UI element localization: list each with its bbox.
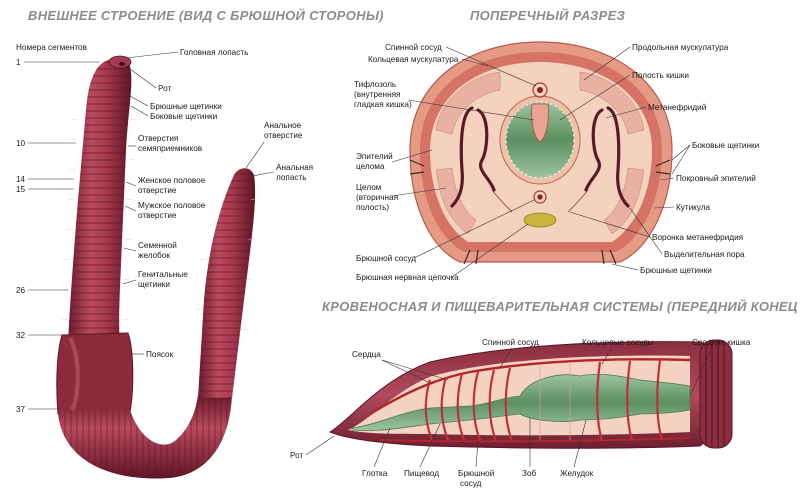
label-metanephridium: Метанефридий bbox=[648, 103, 706, 112]
title-blood-digestive-systems: КРОВЕНОСНАЯ И ПИЩЕВАРИТЕЛЬНАЯ СИСТЕМЫ (П… bbox=[322, 298, 800, 314]
label-genital-setae-2: щетинки bbox=[138, 280, 170, 289]
label-mouth-side: Рот bbox=[290, 451, 303, 460]
label-ventral-vessel-cross: Брюшной сосуд bbox=[356, 254, 416, 263]
segment-number-list: 1 10 14 15 26 32 37 bbox=[16, 58, 100, 414]
ventral-vessel-line bbox=[379, 437, 691, 443]
label-midgut: Средняя кишка bbox=[692, 338, 751, 347]
label-dorsal-vessel-side: Спинной сосуд bbox=[482, 338, 539, 347]
mouth-opening bbox=[119, 62, 125, 66]
label-coelom-epithelium: Эпителий bbox=[356, 152, 393, 161]
label-anal-lobe-2: лопасть bbox=[276, 173, 307, 182]
label-anal-opening: Анальное bbox=[264, 121, 302, 130]
ring-vessels bbox=[424, 359, 664, 442]
clitellum-band bbox=[56, 332, 134, 415]
label-longitudinal-muscle: Продольная мускулатура bbox=[632, 43, 729, 52]
segment-number: 15 bbox=[16, 185, 26, 194]
label-ventral-setae-cross: Брюшные щетинки bbox=[640, 266, 712, 275]
label-esophagus: Пищевод bbox=[404, 469, 439, 478]
label-female-pore: Женское половое bbox=[138, 176, 206, 185]
label-coelom: Целом bbox=[356, 183, 382, 192]
title-cross-section: ПОПЕРЕЧНЫЙ РАЗРЕЗ bbox=[470, 7, 625, 23]
label-ring-vessels: Кольцевые сосуды bbox=[582, 338, 654, 347]
label-crop: Зоб bbox=[522, 469, 536, 478]
head-lobe-shape bbox=[108, 55, 132, 69]
label-typhlosole-3: гладкая кишка) bbox=[354, 100, 412, 109]
title-external-structure: ВНЕШНЕЕ СТРОЕНИЕ (ВИД С БРЮШНОЙ СТОРОНЫ) bbox=[28, 7, 384, 23]
label-male-pore-2: отверстие bbox=[138, 211, 177, 220]
label-typhlosole: Тифлозоль bbox=[354, 80, 396, 89]
gut-tube-side bbox=[351, 373, 691, 431]
typhlosole-shape bbox=[531, 103, 549, 143]
label-anal-lobe: Анальная bbox=[276, 163, 313, 172]
segments-header: Номера сегментов bbox=[16, 43, 87, 52]
label-gut-cavity: Полость кишки bbox=[632, 71, 689, 80]
segment-number: 32 bbox=[16, 331, 26, 340]
label-gizzard: Желудок bbox=[560, 469, 594, 478]
label-head-lobe: Головная лопасть bbox=[180, 48, 248, 57]
label-typhlosole-2: (внутренняя bbox=[354, 90, 400, 99]
segment-number: 10 bbox=[16, 139, 26, 148]
label-receptacle-openings-2: семяприемников bbox=[138, 144, 202, 153]
dorsal-vessel-line bbox=[369, 358, 691, 416]
label-anal-opening-2: отверстие bbox=[264, 131, 303, 140]
label-ventral-setae: Брюшные щетинки bbox=[150, 102, 222, 111]
label-lateral-setae-cross: Боковые щетинки bbox=[692, 141, 759, 150]
label-female-pore-2: отверстие bbox=[138, 186, 177, 195]
segment-number: 14 bbox=[16, 175, 26, 184]
label-coelom-epithelium-2: целома bbox=[356, 162, 385, 171]
label-cover-epithelium: Покровный эпителий bbox=[676, 174, 756, 183]
label-male-pore: Мужское половое bbox=[138, 201, 206, 210]
label-ventral-vessel-side: Брюшной bbox=[458, 469, 494, 478]
label-circular-muscle: Кольцевая мускулатура bbox=[368, 55, 459, 64]
label-pharynx: Глотка bbox=[362, 469, 388, 478]
label-dorsal-vessel-cross: Спинной сосуд bbox=[385, 43, 442, 52]
segment-number: 1 bbox=[16, 58, 21, 67]
label-seminal-groove-2: желобок bbox=[138, 251, 170, 260]
label-coelom-2: (вторичная bbox=[356, 193, 398, 202]
label-nephrostome: Воронка метанефридия bbox=[652, 233, 743, 242]
label-hearts: Сердца bbox=[352, 350, 381, 359]
label-nerve-cord: Брюшная нервная цепочка bbox=[356, 273, 459, 282]
body-rings-right bbox=[699, 339, 733, 449]
label-genital-setae: Генитальные bbox=[138, 270, 188, 279]
label-cuticle: Кутикула bbox=[676, 203, 711, 212]
segment-number: 37 bbox=[16, 405, 26, 414]
metanephridia bbox=[450, 106, 630, 208]
label-coelom-3: полость) bbox=[356, 203, 389, 212]
longitudinal-section-figure bbox=[328, 339, 733, 449]
label-lateral-setae: Боковые щетинки bbox=[150, 112, 217, 121]
label-excretory-pore: Выделительная пора bbox=[664, 250, 745, 259]
cross-section-figure bbox=[409, 41, 673, 265]
label-mouth: Рот bbox=[158, 84, 171, 93]
label-receptacle-openings: Отверстия bbox=[138, 134, 178, 143]
label-clitellum: Поясок bbox=[146, 350, 174, 359]
segment-number: 26 bbox=[16, 286, 26, 295]
nerve-cord-shape bbox=[523, 212, 557, 228]
label-seminal-groove: Семенной bbox=[138, 241, 177, 250]
worm-external-view bbox=[56, 55, 257, 479]
label-ventral-vessel-side-2: сосуд bbox=[460, 479, 482, 488]
